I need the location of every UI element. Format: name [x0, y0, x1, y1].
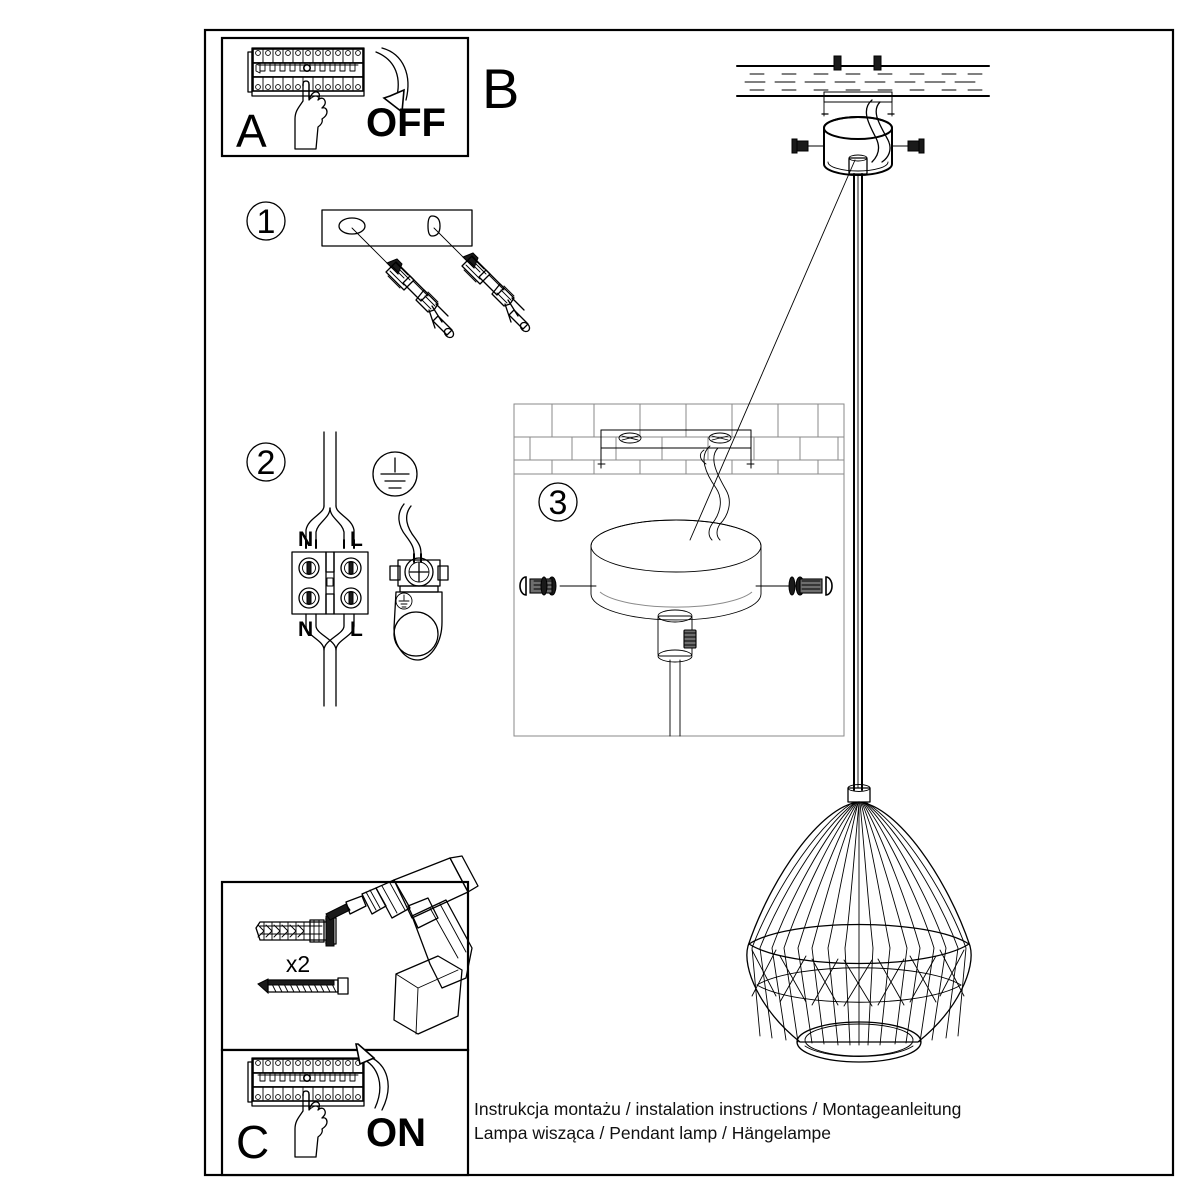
caption-block: Instrukcja montażu / instalation instruc… [474, 1097, 994, 1145]
pointing-hand-icon [294, 80, 328, 150]
panel-a: A OFF [220, 36, 470, 158]
circuit-breaker-panel-icon [247, 47, 365, 97]
step-3: 3 [513, 403, 845, 737]
caption-line-1: Instrukcja montażu / instalation instruc… [474, 1099, 962, 1119]
step-3-frame [513, 403, 845, 737]
terminal-screws [298, 557, 362, 609]
step-2-number: 2 [257, 444, 276, 482]
pointing-hand-icon-c [294, 1090, 328, 1158]
curved-arrow-down-icon [375, 47, 409, 114]
panel-a-action-text: OFF [366, 101, 446, 145]
panel-a-label: A [236, 105, 267, 157]
assembly-set-screw-right [891, 138, 925, 154]
assembly-canopy-icon [791, 116, 925, 176]
circuit-breaker-panel-icon-c [247, 1057, 365, 1107]
earth-wire [398, 503, 422, 563]
wall-plug-icon [255, 915, 337, 947]
canopy-wires [699, 445, 730, 541]
step-2-number-circle [246, 442, 286, 482]
step-1-number-circle [246, 201, 286, 241]
shade-belt-cross-bracing [751, 949, 965, 1007]
step-1-number: 1 [257, 203, 276, 241]
ceiling-slab-icon [736, 55, 990, 97]
terminal-label-l-bottom: L [350, 618, 363, 641]
step-1: 1 [246, 201, 531, 339]
tools-quantity-label: x2 [286, 951, 310, 977]
assembly-bracket-icon [821, 91, 895, 117]
wire-cage-pendant-shade-icon [746, 801, 972, 1063]
terminal-label-n-top: N [298, 528, 313, 551]
assembly-view [689, 55, 990, 1063]
panel-c-action-text: ON [366, 1111, 426, 1155]
earth-terminal-icon [389, 557, 449, 661]
power-drill-icon [325, 855, 479, 1035]
terminal-label-l-top: L [350, 528, 363, 551]
ceiling-canopy-icon [590, 519, 762, 737]
curved-arrow-up-icon [355, 1043, 389, 1111]
terminal-block-wiring-icon: N L N L [291, 431, 369, 707]
suspension-rod-icon [853, 173, 863, 791]
ceiling-bracket-icon [597, 429, 755, 469]
screw-with-wall-plug-right [433, 227, 531, 333]
step-3-number: 3 [549, 484, 568, 522]
screw-with-wall-plug-left [351, 227, 455, 339]
shade-top-cap-icon [847, 784, 871, 803]
detail-leader-line [689, 159, 856, 541]
step-3-number-circle [538, 482, 578, 522]
terminal-label-n-bottom: N [298, 618, 313, 641]
mounting-bracket-with-screws-icon [321, 209, 531, 339]
panel-tools: x2 [220, 855, 479, 1052]
panel-c: C ON [220, 1043, 470, 1177]
assembly-set-screw-left [791, 138, 825, 154]
caption-line-2: Lampa wisząca / Pendant lamp / Hängelamp… [474, 1123, 832, 1143]
ceiling-brick-pattern-icon [514, 403, 844, 475]
shade-belt-rings [748, 923, 970, 1003]
set-screw-left [519, 576, 597, 596]
sheet-border [203, 28, 1175, 1177]
assembly-wires [865, 99, 891, 163]
shade-bottom-opening [796, 1021, 922, 1063]
set-screw-right [755, 576, 833, 596]
panel-c-label: C [236, 1116, 269, 1168]
earth-ground-symbol-icon [372, 451, 418, 497]
screw-icon [257, 977, 349, 995]
section-b-label: B [482, 57, 519, 120]
step-2: 2 N L [246, 431, 449, 707]
